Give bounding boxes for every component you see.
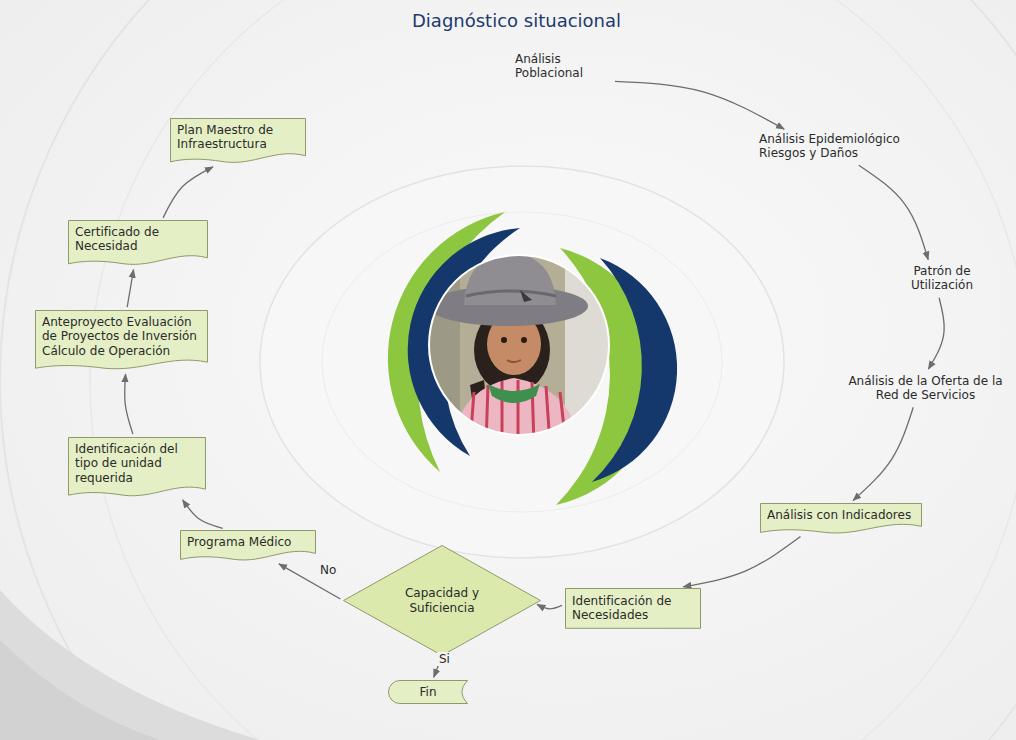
flow-arrow — [183, 500, 223, 528]
document-outline — [181, 531, 316, 560]
node-text: Plan Maestro de Infraestructura — [177, 123, 299, 152]
flow-step: Análisis de la Oferta de la Red de Servi… — [843, 372, 1008, 405]
document-outline — [69, 438, 206, 496]
diamond-outline — [344, 546, 541, 656]
document-box: Plan Maestro de Infraestructura — [170, 118, 306, 165]
flow-arrow — [853, 407, 913, 500]
node-text: Certificado de Necesidad — [75, 225, 201, 254]
document-outline — [36, 311, 208, 369]
document-box: Programa Médico — [180, 530, 316, 562]
flow-step: Análisis Poblacional — [512, 50, 612, 83]
flow-arrow — [537, 604, 562, 609]
flow-arrow — [683, 537, 800, 587]
diagram-title: Diagnóstico situacional — [412, 10, 621, 31]
center-ellipse — [260, 166, 784, 558]
flow-step: Análisis Epidemiológico Riesgos y Daños — [756, 130, 934, 163]
edge-label: Si — [437, 652, 452, 666]
document-outline — [69, 221, 208, 265]
document-outline — [761, 504, 922, 533]
flow-arrow — [163, 167, 213, 218]
flow-arrow — [928, 298, 944, 369]
terminator-outline — [389, 681, 468, 704]
background-ring — [90, 0, 1016, 740]
photo-frame — [429, 255, 609, 435]
process-box: Identificación de Necesidades — [565, 588, 701, 629]
flow-step: Patrón de Utilización — [892, 262, 992, 295]
document-box: Certificado de Necesidad — [68, 220, 208, 267]
document-outline — [171, 119, 306, 163]
node-text: Análisis Epidemiológico Riesgos y Daños — [759, 132, 931, 161]
box-outline — [566, 589, 701, 629]
girl-photo — [420, 250, 625, 450]
node-text: Programa Médico — [187, 535, 309, 549]
center-ellipse — [322, 212, 722, 512]
flow-arrow — [615, 81, 784, 129]
flow-arrow — [279, 564, 340, 599]
node-text: Análisis con Indicadores — [767, 508, 915, 522]
node-text: Identificación de Necesidades — [572, 594, 694, 623]
flow-arrow — [859, 165, 928, 259]
node-text: Fin — [420, 685, 437, 699]
node-text: Análisis de la Oferta de la Red de Servi… — [846, 374, 1005, 403]
edge-label: No — [318, 563, 338, 577]
node-text: Anteproyecto Evaluación de Proyectos de … — [42, 315, 201, 358]
document-box: Análisis con Indicadores — [760, 503, 922, 535]
terminator: Fin — [388, 680, 468, 704]
node-text: Capacidad y Suficiencia — [392, 586, 492, 615]
flow-arrow — [127, 270, 133, 307]
document-box: Identificación del tipo de unidad requer… — [68, 437, 206, 498]
decision-diamond: Capacidad y Suficiencia — [343, 545, 541, 656]
document-box: Anteproyecto Evaluación de Proyectos de … — [35, 310, 208, 371]
flow-arrow — [125, 374, 133, 434]
background-swoosh — [0, 590, 260, 740]
node-text: Análisis Poblacional — [515, 52, 609, 81]
background-swoosh — [0, 640, 160, 740]
node-text: Patrón de Utilización — [895, 264, 989, 293]
node-text: Identificación del tipo de unidad requer… — [75, 442, 199, 485]
